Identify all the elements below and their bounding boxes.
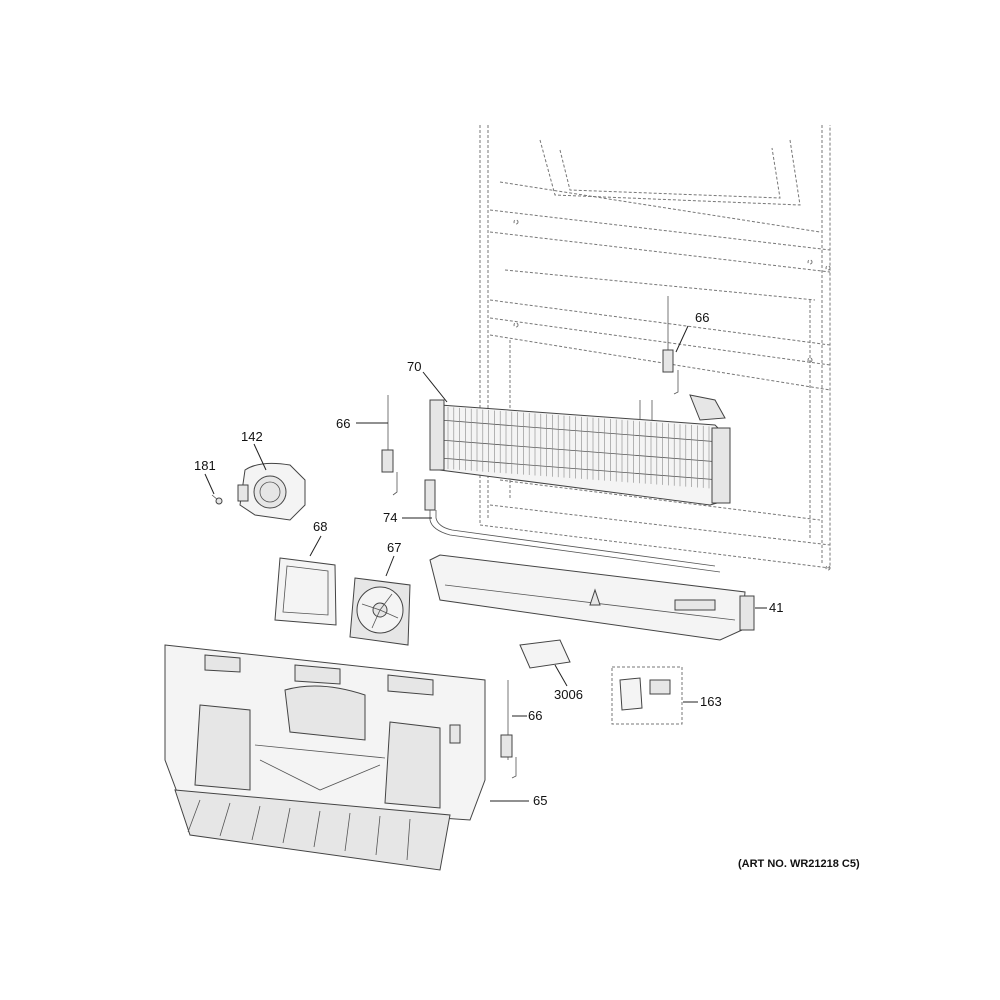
sensor-clip-left bbox=[381, 395, 398, 496]
leader-lines bbox=[204, 325, 767, 802]
label-kit bbox=[611, 666, 683, 725]
callout-41: 41 bbox=[769, 600, 783, 615]
callout-66-left: 66 bbox=[336, 416, 350, 431]
callout-66-bottom: 66 bbox=[528, 708, 542, 723]
drain-tube bbox=[424, 479, 721, 573]
fan-motor bbox=[349, 577, 411, 646]
callout-66-top: 66 bbox=[695, 310, 709, 325]
callout-163: 163 bbox=[700, 694, 722, 709]
sensor-clip-bottom bbox=[500, 680, 517, 779]
callout-70: 70 bbox=[407, 359, 421, 374]
fan-gasket bbox=[274, 557, 337, 626]
screw bbox=[211, 494, 223, 505]
drain-channel bbox=[429, 554, 755, 641]
sensor-clip-top bbox=[662, 296, 679, 395]
callout-181: 181 bbox=[194, 458, 216, 473]
callout-74: 74 bbox=[383, 510, 397, 525]
foil-tape bbox=[519, 639, 571, 669]
fan-shroud bbox=[237, 462, 306, 521]
callout-3006: 3006 bbox=[554, 687, 583, 702]
evaporator-coil bbox=[429, 394, 731, 506]
art-number: (ART NO. WR21218 C5) bbox=[738, 858, 860, 870]
callout-65: 65 bbox=[533, 793, 547, 808]
callout-142: 142 bbox=[241, 429, 263, 444]
evaporator-cover bbox=[164, 644, 486, 871]
callout-67: 67 bbox=[387, 540, 401, 555]
callout-68: 68 bbox=[313, 519, 327, 534]
refrigerator-liner-dashed bbox=[479, 125, 831, 571]
